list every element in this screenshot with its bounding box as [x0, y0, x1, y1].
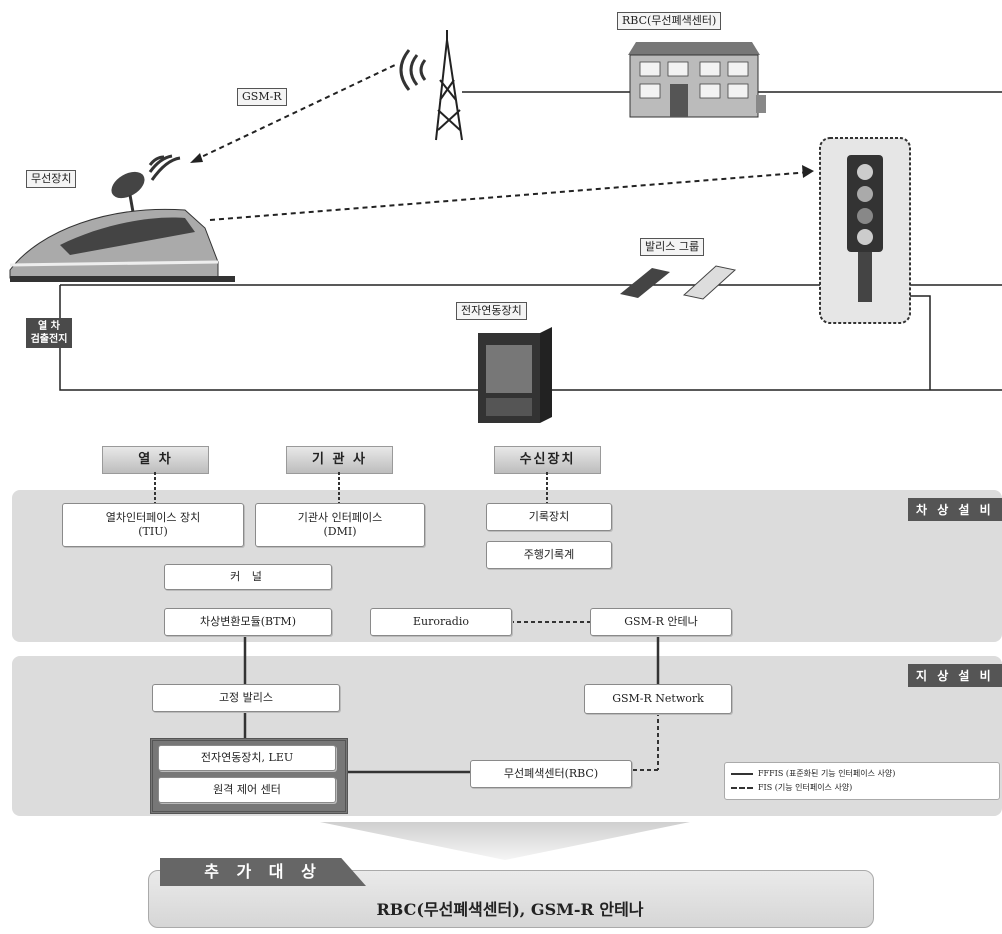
btm-box: 차상변환모듈(BTM): [164, 608, 332, 636]
train-detection-label: 열 차 검출전지: [26, 318, 72, 348]
legend-dashed-row: FIS (기능 인터페이스 사양): [731, 781, 993, 795]
wayside-title: 지 상 설 비: [908, 664, 1002, 687]
legend-solid-row: FFFIS (표준화된 기능 인터페이스 사양): [731, 767, 993, 781]
dmi-box: 기관사 인터페이스 (DMI): [255, 503, 425, 547]
interlocking-label: 전자연동장치: [456, 302, 527, 320]
solid-line-icon: [731, 773, 753, 775]
remote-control-box: 원격 제어 센터: [158, 777, 336, 803]
fixed-balise-box: 고정 발리스: [152, 684, 340, 712]
legend: FFFIS (표준화된 기능 인터페이스 사양) FIS (기능 인터페이스 사…: [724, 762, 1000, 800]
gsmr-antenna-box: GSM-R 안테나: [590, 608, 732, 636]
traffic-signal-icon: [819, 137, 911, 324]
interlocking-cabinet-icon: [478, 327, 552, 423]
odometer-box: 주행기록계: [486, 541, 612, 569]
gsmr-link: [194, 64, 396, 161]
block-connectors: [154, 472, 660, 774]
leu-box: 전자연동장치, LEU: [158, 745, 336, 771]
radio-device-label: 무선장치: [26, 170, 77, 188]
legend-dashed-label: FIS (기능 인터페이스 사양): [758, 783, 853, 792]
tower-waves-icon: [399, 49, 427, 91]
balise-group-icon: [620, 265, 737, 300]
gsmr-network-box: GSM-R Network: [584, 684, 732, 714]
down-arrow-icon: [320, 822, 690, 860]
onboard-title: 차 상 설 비: [908, 498, 1002, 521]
train-icon: [9, 208, 235, 282]
kernel-box: 커 널: [164, 564, 332, 590]
system-illustration: [9, 30, 1002, 423]
signal-link: [209, 171, 811, 221]
addition-title: 추 가 대 상: [160, 858, 366, 886]
addition-content: RBC(무선폐색센터), GSM-R 안테나: [376, 900, 644, 919]
rbc-box: 무선폐색센터(RBC): [470, 760, 632, 788]
dashed-line-icon: [731, 787, 753, 789]
category-receiver: 수신장치: [494, 446, 601, 474]
euroradio-box: Euroradio: [370, 608, 512, 636]
gsmr-label: GSM-R: [237, 88, 287, 106]
satellite-dish-icon: [111, 154, 181, 213]
balise-group-label: 발리스 그룹: [640, 238, 705, 256]
tiu-box: 열차인터페이스 장치 (TIU): [62, 503, 244, 547]
radio-tower-icon: [435, 30, 463, 141]
rbc-building-icon: [628, 42, 766, 118]
recorder-box: 기록장치: [486, 503, 612, 531]
legend-solid-label: FFFIS (표준화된 기능 인터페이스 사양): [758, 769, 896, 778]
rbc-label: RBC(무선폐색센터): [617, 12, 722, 30]
category-driver: 기 관 사: [286, 446, 393, 474]
